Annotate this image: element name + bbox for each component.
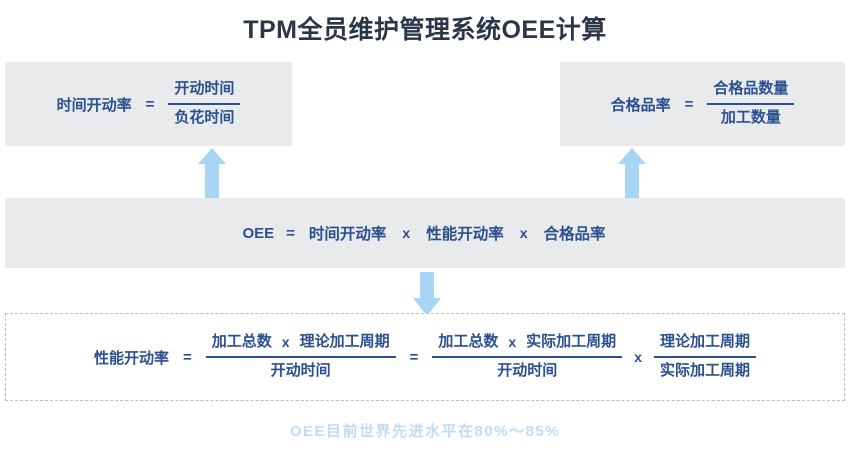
oee-equation-band: OEE = 时间开动率 x 性能开动率 x 合格品率	[5, 198, 845, 268]
performance-equals-2: =	[409, 348, 419, 366]
oee-equation: OEE = 时间开动率 x 性能开动率 x 合格品率	[242, 222, 607, 244]
performance-fraction-2-denominator: 开动时间	[497, 362, 558, 379]
performance-equals-1: =	[183, 348, 192, 366]
f2-numerator-multiply: x	[508, 333, 517, 350]
quality-rate-numerator: 合格品数量	[713, 80, 789, 98]
performance-fraction-3: 理论加工周期 实际加工周期	[653, 332, 756, 382]
quality-rate-formula: 合格品率 = 合格品数量 加工数量	[611, 79, 795, 129]
performance-fraction-3-numerator: 理论加工周期	[659, 333, 750, 351]
performance-fraction-3-denominator: 实际加工周期	[659, 362, 750, 379]
oee-term-quality-rate: 合格品率	[543, 226, 606, 243]
f1-num-part-a: 加工总数	[211, 333, 272, 351]
time-availability-numerator: 开动时间	[174, 80, 235, 98]
oee-term-time-rate: 时间开动率	[308, 226, 387, 243]
oee-term-performance-rate: 性能开动率	[426, 226, 504, 243]
arrow-head	[198, 148, 226, 164]
fraction-bar	[432, 356, 623, 358]
performance-rate-formula: 性能开动率 = 加工总数 x 理论加工周期 开动时间 = 加工总数 x 实际加工…	[94, 332, 756, 382]
time-availability-equals: =	[145, 95, 155, 113]
quality-rate-equals: =	[684, 95, 694, 113]
arrow-shaft	[205, 162, 219, 198]
fraction-bar	[653, 356, 756, 358]
oee-multiply-1: x	[402, 225, 411, 241]
fraction-bar	[168, 103, 241, 105]
time-availability-label: 时间开动率	[56, 96, 132, 114]
time-availability-rate-box: 时间开动率 = 开动时间 负花时间	[5, 62, 292, 146]
arrow-head	[413, 298, 441, 316]
quality-rate-box: 合格品率 = 合格品数量 加工数量	[560, 62, 845, 146]
fraction-bar	[205, 356, 396, 358]
f2-num-part-b: 实际加工周期	[526, 333, 617, 351]
performance-fraction-1: 加工总数 x 理论加工周期 开动时间	[205, 332, 396, 382]
arrow-shaft	[625, 162, 639, 198]
arrow-head	[618, 148, 646, 164]
quality-rate-label: 合格品率	[610, 96, 671, 114]
performance-fraction-1-numerator: 加工总数 x 理论加工周期	[206, 332, 396, 353]
footer-note: OEE目前世界先进水平在80%～85%	[289, 423, 561, 440]
quality-rate-denominator: 加工数量	[720, 109, 781, 126]
page-title: TPM全员维护管理系统OEE计算	[243, 16, 607, 44]
performance-fraction-2: 加工总数 x 实际加工周期 开动时间	[432, 332, 623, 382]
arrow-shaft	[420, 272, 434, 300]
oee-multiply-2: x	[519, 225, 528, 241]
time-availability-denominator: 负花时间	[174, 109, 235, 126]
time-availability-formula: 时间开动率 = 开动时间 负花时间	[57, 79, 241, 129]
performance-fraction-1-denominator: 开动时间	[270, 362, 331, 379]
time-availability-fraction: 开动时间 负花时间	[168, 79, 241, 129]
performance-outer-multiply: x	[634, 349, 642, 365]
oee-label: OEE	[242, 224, 275, 242]
f2-num-part-a: 加工总数	[438, 333, 499, 351]
oee-equals: =	[286, 224, 295, 242]
performance-fraction-2-numerator: 加工总数 x 实际加工周期	[432, 332, 622, 353]
performance-rate-label: 性能开动率	[93, 349, 169, 367]
f1-num-part-b: 理论加工周期	[299, 333, 390, 351]
f1-numerator-multiply: x	[281, 333, 290, 350]
fraction-bar	[707, 103, 795, 105]
quality-rate-fraction: 合格品数量 加工数量	[707, 79, 795, 129]
performance-rate-box: 性能开动率 = 加工总数 x 理论加工周期 开动时间 = 加工总数 x 实际加工…	[5, 313, 845, 401]
